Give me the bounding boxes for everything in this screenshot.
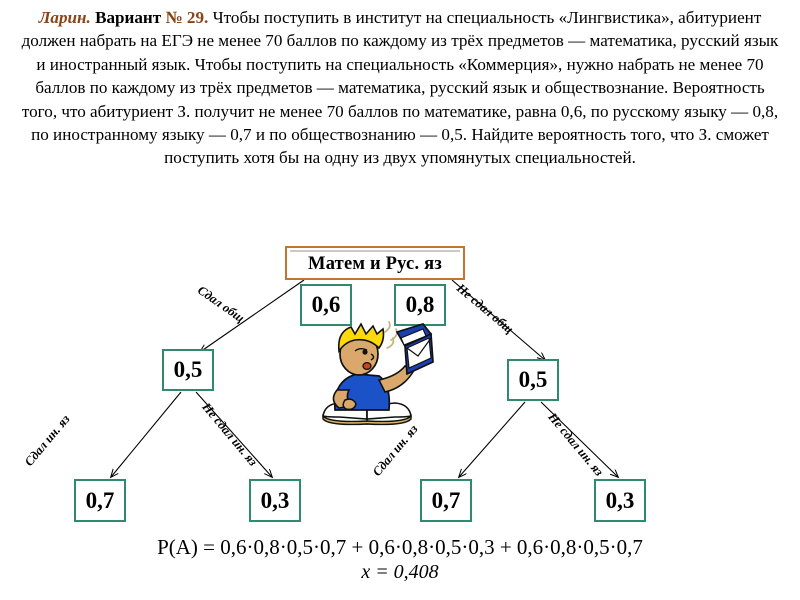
leaf-box-3: 0,7 — [420, 479, 472, 522]
variant-number: № 29. — [165, 8, 209, 27]
student-reading-book-icon — [322, 321, 434, 426]
leaf-value-1: 0,7 — [85, 487, 115, 513]
variant-label: Вариант — [95, 8, 162, 27]
edge-root-to-left — [200, 279, 305, 352]
level2-value-left: 0,5 — [173, 357, 203, 382]
level2-box-right: 0,5 — [507, 359, 559, 401]
edge-right-to-leaf3 — [459, 401, 526, 477]
root-node-label: Матем и Рус. яз — [308, 254, 442, 274]
leaf-value-3: 0,7 — [431, 487, 461, 513]
leaf-box-4: 0,3 — [594, 479, 646, 522]
formula-main-line: P(A) = 0,6·0,8·0,5·0,7 + 0,6·0,8·0,5·0,3… — [157, 535, 643, 559]
leaf-box-2: 0,3 — [249, 479, 301, 522]
author-name: Ларин. — [38, 8, 91, 27]
solution-formula: P(A) = 0,6·0,8·0,5·0,7 + 0,6·0,8·0,5·0,3… — [0, 534, 800, 584]
leaf-value-2: 0,3 — [260, 487, 290, 513]
problem-statement: Ларин. Вариант № 29. Чтобы поступить в и… — [18, 6, 782, 170]
level2-box-left: 0,5 — [162, 349, 214, 391]
edge-left-to-leaf1 — [111, 391, 182, 477]
edge-label-left-no: Не сдал ин. яз — [199, 400, 261, 469]
edge-label-right-no: Не сдал ин. яз — [545, 410, 607, 479]
edge-label-right-top: Не сдал общ — [454, 281, 517, 337]
problem-body: Чтобы поступить в институт на специально… — [21, 8, 779, 168]
leaf-value-4: 0,3 — [605, 487, 635, 513]
edge-label-left-yes: Сдал ин. яз — [21, 412, 73, 469]
formula-result-line: x = 0,408 — [361, 561, 439, 583]
root-value-1: 0,6 — [311, 292, 341, 317]
root-value-2: 0,8 — [405, 292, 435, 317]
leaf-box-1: 0,7 — [74, 479, 126, 522]
root-value-box-2: 0,8 — [394, 284, 446, 326]
edge-label-left-top: Сдал общ — [194, 283, 247, 326]
root-node-box: Матем и Рус. яз — [285, 246, 465, 280]
root-value-box-1: 0,6 — [300, 284, 352, 326]
level2-value-right: 0,5 — [518, 367, 548, 392]
